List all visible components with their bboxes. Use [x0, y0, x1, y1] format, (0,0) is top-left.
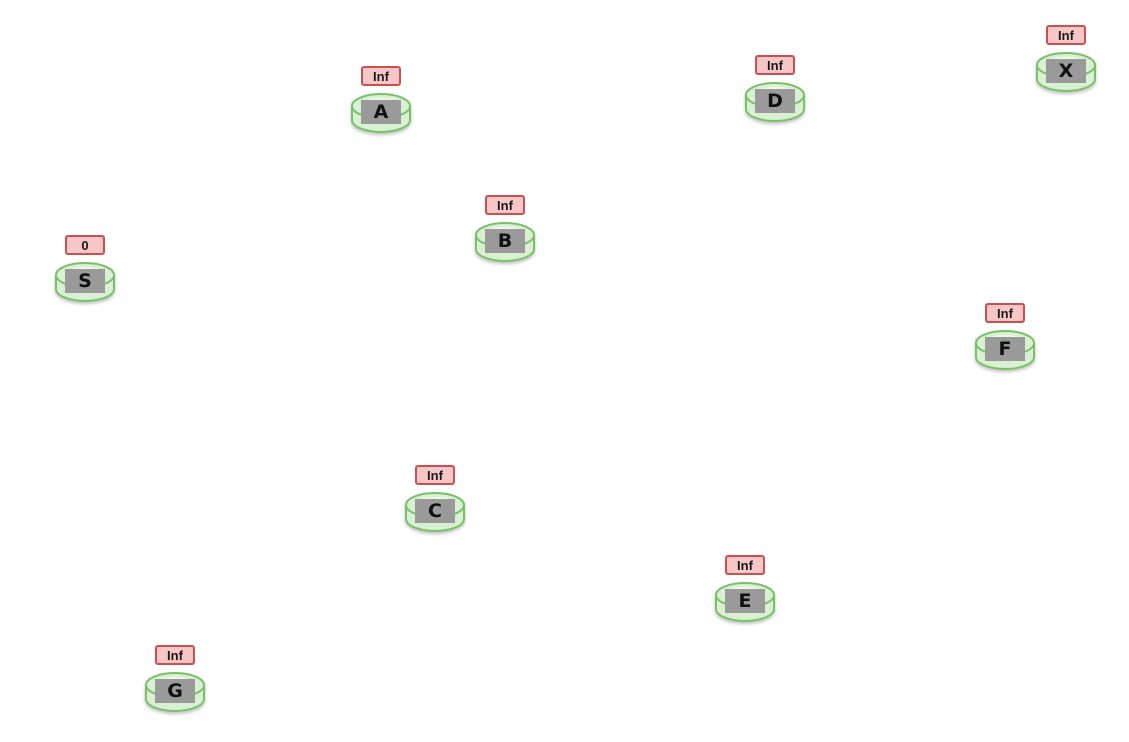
node-disk: E: [715, 581, 775, 625]
distance-badge: Inf: [155, 645, 195, 665]
node-label: G: [155, 679, 195, 703]
node-disk: A: [351, 92, 411, 136]
node-disk: S: [55, 261, 115, 305]
distance-badge: Inf: [755, 55, 795, 75]
node-disk: X: [1036, 51, 1096, 95]
distance-badge: Inf: [485, 195, 525, 215]
node-label: A: [361, 100, 401, 124]
node-disk: B: [475, 221, 535, 265]
distance-badge: Inf: [1046, 25, 1086, 45]
node-label: E: [725, 589, 765, 613]
node-label: F: [985, 337, 1025, 361]
node-label: B: [485, 229, 525, 253]
node-disk: F: [975, 329, 1035, 373]
distance-badge: Inf: [361, 66, 401, 86]
distance-badge: Inf: [415, 465, 455, 485]
node-disk: C: [405, 491, 465, 535]
node-disk: D: [745, 81, 805, 125]
distance-badge: Inf: [985, 303, 1025, 323]
node-label: X: [1046, 59, 1086, 83]
distance-badge: Inf: [725, 555, 765, 575]
node-label: C: [415, 499, 455, 523]
node-label: S: [65, 269, 105, 293]
node-disk: G: [145, 671, 205, 715]
distance-badge: 0: [65, 235, 105, 255]
node-label: D: [755, 89, 795, 113]
